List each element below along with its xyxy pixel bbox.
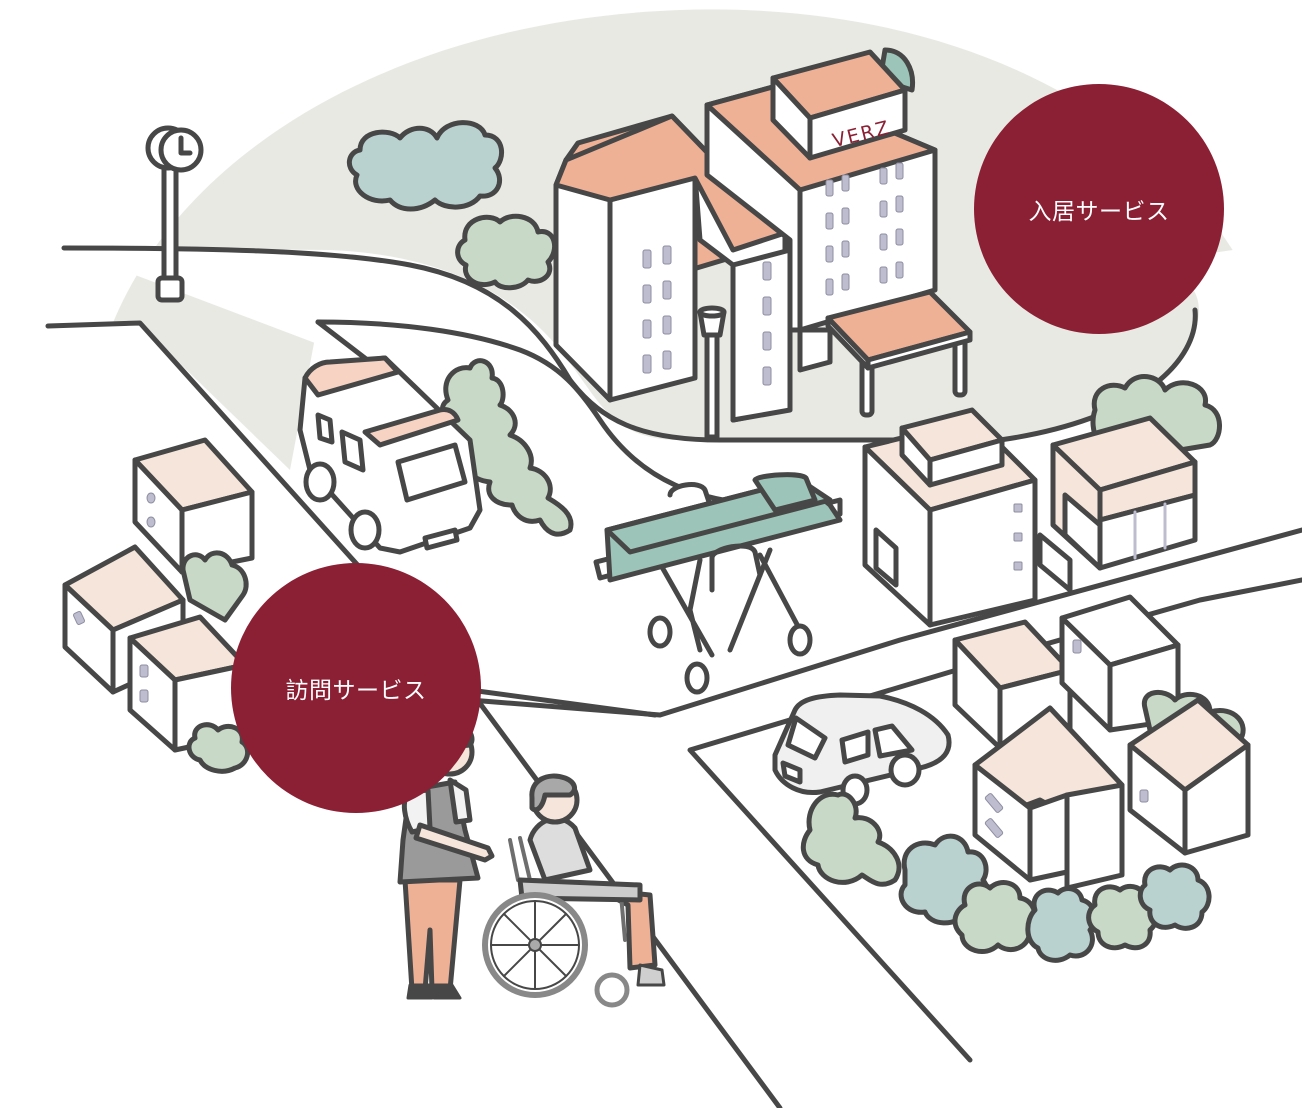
- facility-building: [553, 113, 793, 423]
- car: [772, 692, 952, 807]
- street-lamp: [697, 305, 727, 440]
- entrance-canopy: [797, 289, 973, 418]
- houses-right: [952, 594, 1251, 891]
- service-circle-nyukyo[interactable]: 入居サービス: [974, 84, 1224, 334]
- stretcher: [593, 472, 843, 695]
- tree-green-left: [180, 550, 249, 623]
- ambulance: [297, 355, 483, 555]
- bush-row: [800, 791, 1212, 963]
- caregiver-with-wheelchair: [397, 720, 666, 1008]
- clock-post: [145, 125, 204, 303]
- service-label-houmon: 訪問サービス: [285, 678, 427, 704]
- houses-left: [62, 437, 255, 774]
- tree-green-small: [455, 213, 558, 291]
- service-label-nyukyo: 入居サービス: [1028, 199, 1170, 225]
- office-building: [862, 407, 1073, 628]
- facility-tower: VERZ: [704, 47, 938, 333]
- tree-cloud-teal: [347, 120, 505, 212]
- service-circle-houmon[interactable]: 訪問サービス: [231, 563, 481, 813]
- shop-building: [1050, 415, 1198, 571]
